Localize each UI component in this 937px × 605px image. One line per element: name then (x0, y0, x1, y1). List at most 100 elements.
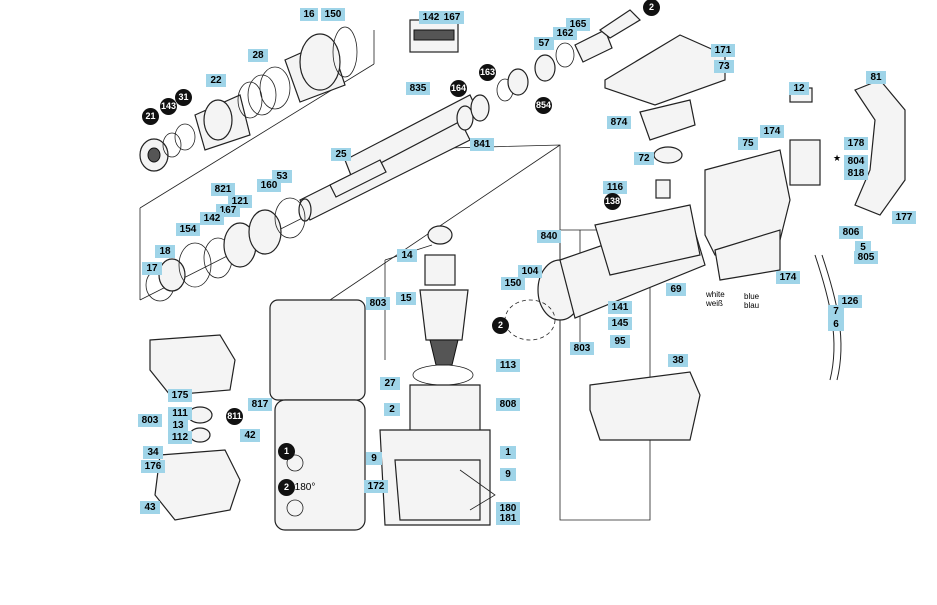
label-5: 5 (855, 241, 871, 254)
label-835: 835 (406, 82, 430, 95)
label-12: 12 (789, 82, 809, 95)
label-112: 112 (168, 431, 192, 444)
label-811: 811 (226, 408, 243, 425)
label-28: 28 (248, 49, 268, 62)
top-cover (604, 34, 726, 106)
rotation-180-label: 180° (294, 482, 316, 493)
label-174-top: 174 (760, 125, 784, 138)
bottom-cover (589, 371, 701, 441)
label-31: 31 (175, 89, 192, 106)
label-21: 21 (142, 108, 159, 125)
label-150-mid: 150 (501, 277, 525, 290)
label-42: 42 (240, 429, 260, 442)
end-cap-43 (154, 449, 241, 521)
label-27: 27 (380, 377, 400, 390)
label-57: 57 (534, 37, 554, 50)
brush-inset (269, 299, 366, 401)
label-17: 17 (142, 262, 162, 275)
label-145: 145 (608, 317, 632, 330)
label-113: 113 (496, 359, 520, 372)
label-142: 142 (419, 11, 443, 24)
side-handle (854, 79, 906, 216)
label-72: 72 (634, 152, 654, 165)
step-1-marker: 1 (278, 443, 295, 460)
spring-inset (274, 399, 366, 531)
label-160: 160 (257, 179, 281, 192)
label-840: 840 (537, 230, 561, 243)
label-73: 73 (714, 60, 734, 73)
label-9-right: 9 (500, 468, 516, 481)
gear-cover (639, 99, 696, 141)
label-13: 13 (168, 419, 188, 432)
label-821: 821 (211, 183, 235, 196)
label-806: 806 (839, 226, 863, 239)
label-34: 34 (143, 446, 163, 459)
label-803-center: 803 (366, 297, 390, 310)
bearing-112 (189, 427, 211, 443)
label-116: 116 (603, 181, 627, 194)
label-2-mid: 2 (492, 317, 509, 334)
label-22: 22 (206, 74, 226, 87)
label-874: 874 (607, 116, 631, 129)
handle-grip (714, 229, 781, 281)
star-marker: ★ (833, 153, 842, 163)
label-38: 38 (668, 354, 688, 367)
spindle-rings (456, 9, 641, 131)
label-43: 43 (140, 501, 160, 514)
label-14: 14 (397, 249, 417, 262)
label-75: 75 (738, 137, 758, 150)
label-154: 154 (176, 223, 200, 236)
label-95: 95 (610, 335, 630, 348)
label-817: 817 (248, 398, 272, 411)
label-854: 854 (535, 97, 552, 114)
label-164: 164 (450, 80, 467, 97)
gear-rings (145, 197, 306, 302)
label-171: 171 (711, 44, 735, 57)
gear-116 (655, 179, 671, 199)
label-175: 175 (168, 389, 192, 402)
wire-white-label: white weiß (706, 290, 725, 308)
label-163: 163 (479, 64, 496, 81)
label-141: 141 (608, 301, 632, 314)
label-25: 25 (331, 148, 351, 161)
label-805: 805 (854, 251, 878, 264)
wire-blue-label: blue blau (744, 292, 760, 310)
label-7: 7 (828, 305, 844, 318)
switch (789, 139, 821, 186)
group-bracket-left (139, 30, 375, 301)
label-180: 180 (496, 502, 520, 515)
inset-box-section (413, 29, 455, 41)
label-150: 150 (321, 8, 345, 21)
label-16: 16 (300, 8, 318, 21)
label-104: 104 (518, 265, 542, 278)
label-177: 177 (892, 211, 916, 224)
label-803-right: 803 (570, 342, 594, 355)
label-178: 178 (844, 137, 868, 150)
label-6: 6 (828, 318, 844, 331)
label-808: 808 (496, 398, 520, 411)
label-69: 69 (666, 283, 686, 296)
armature (412, 225, 474, 386)
label-172: 172 (364, 480, 388, 493)
label-174-mid: 174 (776, 271, 800, 284)
label-181: 181 (496, 512, 520, 525)
label-15: 15 (396, 292, 416, 305)
label-1: 1 (500, 446, 516, 459)
label-162: 162 (553, 27, 577, 40)
label-111: 111 (168, 407, 192, 420)
label-804: 804 (844, 155, 868, 168)
label-9-left: 9 (366, 452, 382, 465)
spindle-tube (298, 94, 479, 222)
label-126: 126 (838, 295, 862, 308)
label-138: 138 (604, 193, 621, 210)
label-803-left: 803 (138, 414, 162, 427)
chuck-nose (139, 26, 358, 172)
label-2-housing: 2 (384, 403, 400, 416)
label-143: 143 (160, 98, 177, 115)
label-167: 167 (440, 11, 464, 24)
label-142-mid: 142 (200, 212, 224, 225)
motor-housing (379, 384, 496, 526)
label-176: 176 (141, 460, 165, 473)
